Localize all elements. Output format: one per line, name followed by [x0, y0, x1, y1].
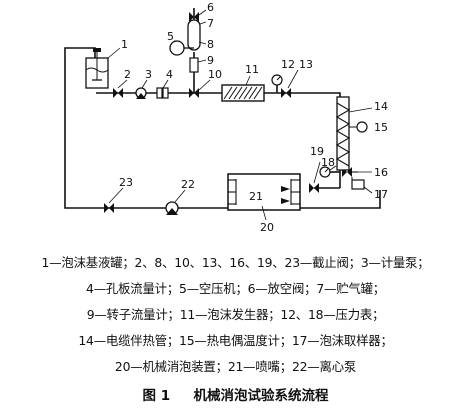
figure-caption: 图 1 机械消泡试验系统流程: [0, 384, 471, 404]
label-10: 10: [208, 68, 222, 81]
foam-base-tank: [85, 48, 109, 89]
centrifugal-pump: [165, 201, 179, 215]
pressure-gauge-12: [271, 74, 283, 86]
label-6: 6: [207, 1, 214, 14]
label-8: 8: [207, 38, 214, 51]
valve-2: [113, 88, 123, 98]
label-18: 18: [321, 156, 335, 169]
pipe-network: [64, 8, 381, 209]
label-22: 22: [181, 178, 195, 191]
leader-lines: [107, 9, 373, 221]
legend-line-4: 14—电缆伴热管；15—热电偶温度计；17—泡沫取样器；: [78, 333, 393, 348]
valve-19: [309, 183, 319, 193]
figure-number: 图 1: [142, 388, 171, 404]
legend-line-2: 4—孔板流量计；5—空压机；6—放空阀；7—贮气罐；: [86, 281, 385, 296]
label-1: 1: [121, 38, 128, 51]
legend-line-5: 20—机械消泡装置；21—喷嘴；22—离心泵: [114, 359, 357, 374]
foam-generator: [221, 84, 265, 102]
label-4: 4: [166, 68, 173, 81]
label-19: 19: [310, 145, 324, 158]
label-15: 15: [374, 121, 388, 134]
valve-13: [281, 88, 291, 98]
figure-title: 机械消泡试验系统流程: [193, 388, 329, 404]
label-20: 20: [260, 221, 274, 234]
pressure-gauge-18: [319, 166, 331, 178]
mechanical-defoaming-device: [227, 173, 301, 211]
valve-10: [189, 88, 199, 98]
label-12: 12: [281, 58, 295, 71]
valve-23: [104, 203, 114, 213]
foam-sampler: [351, 171, 365, 190]
process-flow-diagram: 1 2 3 4 5 6 7 8 9 10 11 12 13 14 15 16 1…: [64, 1, 388, 234]
label-17: 17: [374, 188, 388, 201]
label-14: 14: [374, 100, 388, 113]
orifice-flowmeter: [156, 87, 169, 99]
heat-tracing-pipe: [335, 96, 351, 171]
label-5: 5: [167, 30, 174, 43]
thermocouple: [349, 121, 368, 133]
label-11: 11: [245, 63, 259, 76]
legend-line-3: 9—转子流量计；11—泡沫发生器；12、18—压力表；: [86, 307, 385, 322]
label-16: 16: [374, 166, 388, 179]
rotameter: [189, 57, 199, 73]
label-3: 3: [145, 68, 152, 81]
gas-storage-tank: [187, 19, 201, 51]
valve-6: [189, 12, 199, 22]
legend-line-1: 1—泡沫基液罐；2、8、10、13、16、19、23—截止阀；3—计量泵；: [41, 255, 430, 270]
nozzles: [281, 186, 290, 204]
metering-pump: [135, 87, 147, 99]
label-21: 21: [249, 190, 263, 203]
label-7: 7: [207, 17, 214, 30]
label-13: 13: [299, 58, 313, 71]
label-2: 2: [124, 68, 131, 81]
label-23: 23: [119, 176, 133, 189]
label-9: 9: [207, 54, 214, 67]
